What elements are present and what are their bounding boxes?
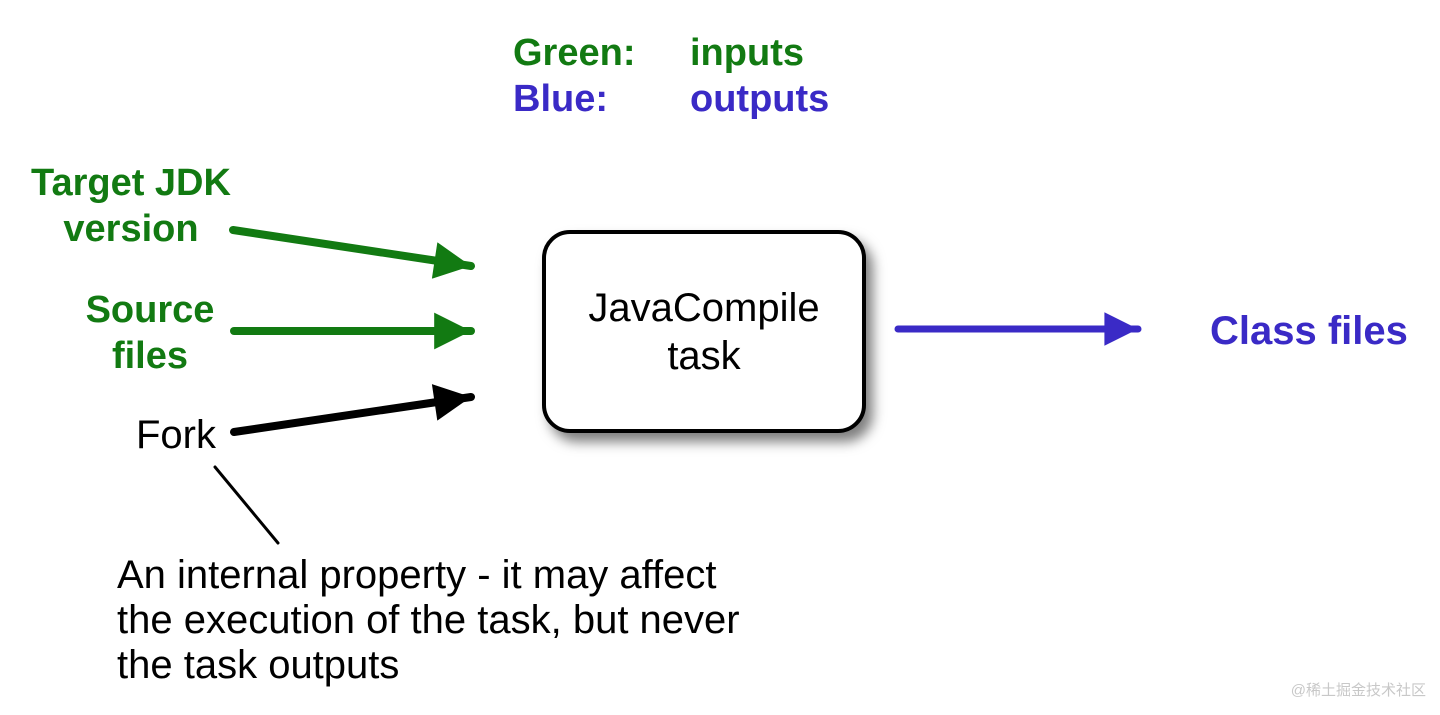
fork-note-text: An internal property - it may affect the… (117, 553, 740, 687)
task-box-label: JavaCompile task (588, 285, 820, 378)
input-label-fork: Fork (136, 413, 216, 457)
legend-key-blue: Blue: (513, 78, 608, 120)
watermark: @稀土掘金技术社区 (1290, 682, 1426, 699)
legend-value-inputs: inputs (690, 32, 804, 74)
legend-row-inputs: Green: inputs (513, 30, 829, 76)
input-label-source-files: Source files (85, 289, 215, 377)
output-label-class-files: Class files (1210, 309, 1408, 353)
legend: Green: inputs Blue: outputs (513, 30, 829, 122)
legend-key-green: Green: (513, 32, 636, 74)
legend-value-outputs: outputs (690, 78, 830, 120)
legend-row-outputs: Blue: outputs (513, 76, 829, 122)
fork-note-connector-line (213, 465, 280, 545)
input-label-target-jdk-version: Target JDK version (31, 162, 231, 250)
arrow-fork-input (230, 384, 475, 436)
java-compile-task-box: JavaCompile task (542, 230, 866, 433)
arrow-target-jdk-input (229, 226, 475, 279)
